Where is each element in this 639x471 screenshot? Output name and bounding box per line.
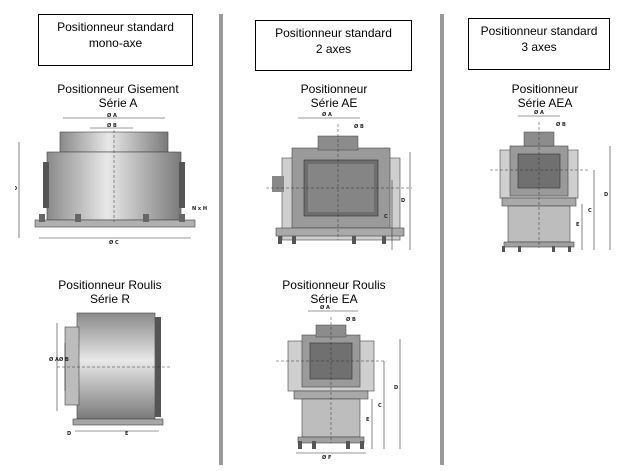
drawing-serie-ae: Ø A Ø B D C <box>262 110 422 265</box>
dim-label: C <box>588 208 592 214</box>
drawing-serie-ea: Ø A Ø B D C E Ø F <box>268 303 418 463</box>
drawing-serie-a: Ø A Ø B D Ø C N x H <box>15 110 215 255</box>
product-title: Positionneur <box>300 82 368 96</box>
dim-label: E <box>576 222 580 228</box>
dim-label: Ø C <box>109 239 119 246</box>
header-line-2: 3 axes <box>521 40 557 54</box>
dim-label: Ø A <box>107 112 117 119</box>
column-separator-1 <box>219 14 223 465</box>
dim-label: Ø A <box>49 356 59 363</box>
caption-serie-ea: Positionneur Roulis Série EA <box>234 278 434 306</box>
product-title: Positionneur Roulis <box>282 278 386 292</box>
dim-label: Ø B <box>346 316 356 323</box>
header-mono-axe: Positionneur standard mono-axe <box>38 14 193 66</box>
dim-label: Ø B <box>59 356 69 363</box>
product-series: Série AEA <box>517 96 573 110</box>
product-title: Positionneur Roulis <box>58 278 162 292</box>
dim-label: D <box>604 192 608 198</box>
header-line-2: mono-axe <box>88 36 143 50</box>
header-3-axes: Positionneur standard 3 axes <box>468 18 610 70</box>
dim-label: C <box>384 214 388 220</box>
caption-serie-aea: Positionneur Série AEA <box>455 82 635 110</box>
dim-label: D <box>15 186 17 192</box>
header-line-1: Positionneur standard <box>275 26 392 40</box>
dim-label: E <box>125 431 129 437</box>
dim-label: D <box>401 198 405 204</box>
dim-label: D <box>67 431 71 437</box>
drawing-serie-r: Ø A Ø B D E <box>45 303 185 443</box>
product-title: Positionneur Gisement <box>57 82 179 96</box>
column-separator-2 <box>440 14 444 465</box>
header-line-1: Positionneur standard <box>480 24 598 38</box>
dim-label: Ø A <box>320 304 330 311</box>
header-line-2: 2 axes <box>315 42 352 56</box>
product-title: Positionneur <box>511 82 579 96</box>
caption-serie-ae: Positionneur Série AE <box>234 82 434 110</box>
drawing-serie-aea: Ø A Ø B D C E <box>488 108 628 258</box>
caption-serie-a: Positionneur Gisement Série A <box>18 82 218 110</box>
dim-label: Ø B <box>556 121 566 128</box>
product-series: Série A <box>98 96 138 110</box>
product-series: Série R <box>89 292 130 306</box>
dim-label: D <box>394 385 398 391</box>
dim-label: C <box>378 403 382 409</box>
header-2-axes: Positionneur standard 2 axes <box>255 20 412 71</box>
dim-label: Ø B <box>354 123 364 130</box>
caption-serie-r: Positionneur Roulis Série R <box>10 278 210 306</box>
dim-label: Ø B <box>107 122 117 129</box>
product-series: Série AE <box>310 96 358 110</box>
dim-label: E <box>366 417 370 423</box>
dim-label: Ø A <box>534 109 544 116</box>
product-series: Série EA <box>310 292 358 306</box>
header-line-1: Positionneur standard <box>57 20 174 34</box>
dim-label: Ø A <box>322 111 332 118</box>
dim-label: Ø F <box>322 454 331 461</box>
dim-label: N x H <box>192 206 207 212</box>
